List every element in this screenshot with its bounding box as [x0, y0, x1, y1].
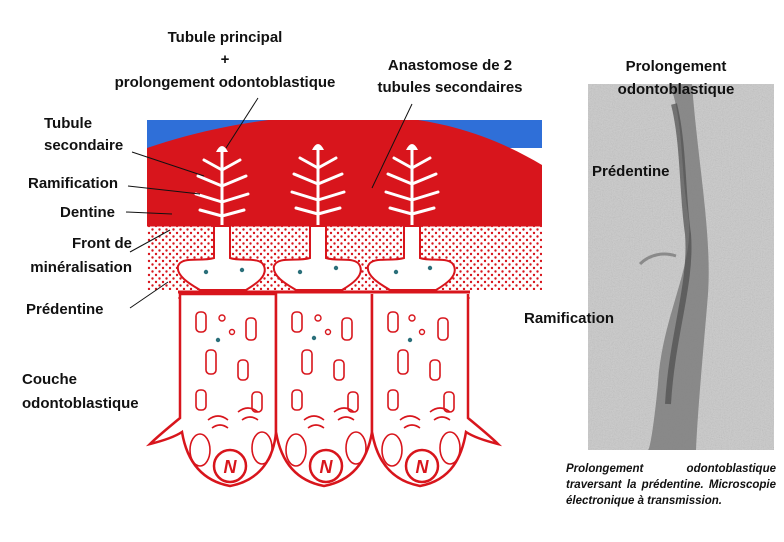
- label-anastomose-1: Anastomose de 2: [387, 57, 513, 74]
- odontoblast-processes: [176, 225, 456, 291]
- label-couche-1: Couche: [22, 371, 78, 388]
- micro-label-ramification: Ramification: [524, 310, 615, 327]
- dentine-layer: [147, 120, 542, 226]
- label-tubule-secondaire-2: secondaire: [44, 137, 124, 154]
- micro-label-prolongement-1: Prolongement: [625, 58, 727, 75]
- label-couche-2: odontoblastique: [22, 395, 139, 412]
- tubule-caps: [216, 144, 418, 152]
- nuclei: [212, 448, 440, 484]
- micrograph: [588, 84, 774, 450]
- micrograph-caption: Prolongement odontoblastique traversant …: [566, 463, 776, 507]
- process-band: [648, 84, 709, 450]
- label-front-2: minéralisation: [30, 259, 132, 276]
- label-dentine: Dentine: [60, 204, 116, 221]
- label-tubule-principal-1: Tubule principal: [167, 29, 283, 46]
- small-vesicles: [218, 314, 426, 336]
- granules: [203, 265, 433, 275]
- label-tubule-principal-2: +: [220, 51, 230, 68]
- organelles: [189, 311, 461, 467]
- label-anastomose-2: tubules secondaires: [377, 79, 523, 96]
- nucleus-3: [404, 448, 440, 484]
- micro-label-predentine: Prédentine: [592, 163, 670, 180]
- leader-lines: [125, 97, 413, 309]
- nucleus-label-1: N: [224, 457, 238, 477]
- label-predentine: Prédentine: [26, 301, 104, 318]
- micro-label-prolongement-2: odontoblastique: [617, 81, 735, 98]
- label-ramification: Ramification: [28, 175, 119, 192]
- nucleus-1: [212, 448, 248, 484]
- label-tubule-principal-3: prolongement odontoblastique: [114, 74, 336, 91]
- label-tubule-secondaire-1: Tubule: [44, 115, 93, 132]
- nucleus-2: [308, 448, 344, 484]
- nucleus-label-3: N: [416, 457, 430, 477]
- nucleus-label-2: N: [320, 457, 334, 477]
- label-front-1: Front de: [72, 235, 132, 252]
